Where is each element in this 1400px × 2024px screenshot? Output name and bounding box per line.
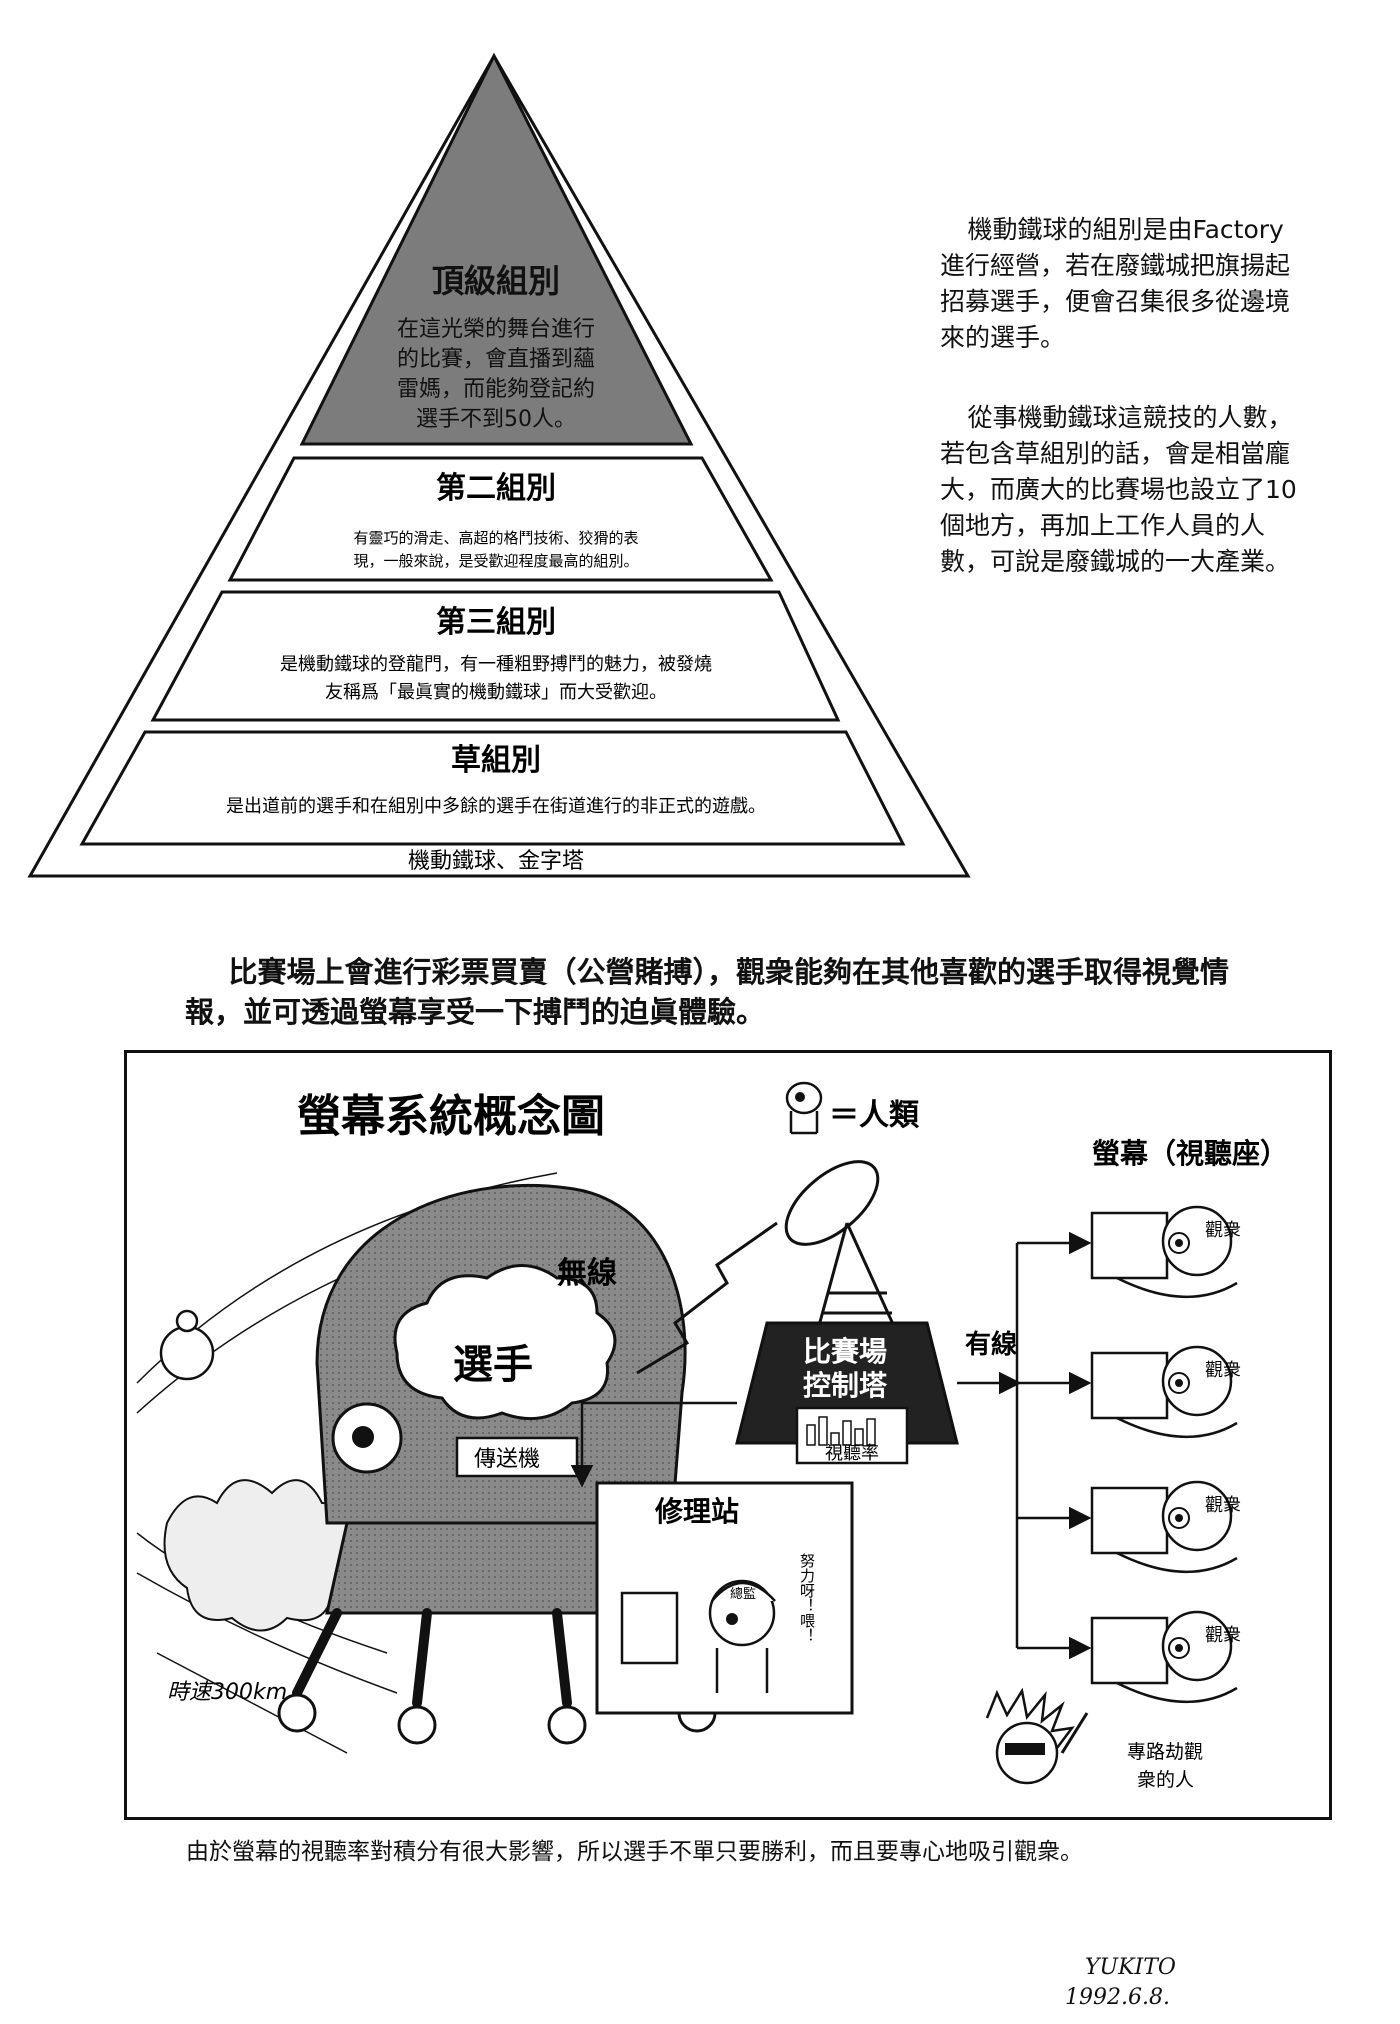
screen-system-diagram: 螢幕系統概念圖 ＝人類 選手 傳送機 時: [124, 1050, 1332, 1820]
tier-top-desc-3: 雷媽，而能夠登記約: [397, 377, 595, 402]
tier-grass-title: 草組別: [451, 743, 541, 778]
satellite-dish-icon: [784, 1160, 880, 1246]
tier-grass-shape: [79, 730, 906, 846]
tier-grass-desc-1: 是出道前的選手和在組別中多餘的選手在街道進行的非正式的遊戲。: [226, 796, 766, 817]
human-legend-icon: [785, 1081, 823, 1135]
tier-third-title: 第三組別: [436, 605, 556, 640]
robber-label-line2: 衆的人: [1137, 1769, 1194, 1791]
wireless-label: 無線: [557, 1256, 617, 1291]
legend-label: ＝人類: [829, 1098, 920, 1133]
wireless-signal-icon: [636, 1221, 778, 1375]
tier-second-shape: [227, 456, 774, 582]
side-paragraph-2: 從事機動鐵球這競技的人數，若包含草組別的話，會是相當龐大，而廣大的比賽場也設立了…: [940, 403, 1297, 576]
signature-name: YUKITO: [1085, 1955, 1176, 1980]
tier-top-shape: [299, 52, 694, 446]
control-tower: [735, 1160, 959, 1465]
pyramid-base-label: 機動鐵球、金字塔: [408, 849, 584, 874]
middle-paragraph: 比賽場上會進行彩票買賣（公營賭搏），觀衆能夠在其他喜歡的選手取得視覺情報，並可透…: [185, 955, 1230, 1029]
tier-top-desc-2: 的比賽，會直播到蘊: [397, 347, 595, 372]
viewer-1: [1090, 1205, 1238, 1298]
tier-second-desc-1: 有靈巧的滑走、高超的格鬥技術、狡猾的表: [353, 529, 638, 547]
tier-third-desc-1: 是機動鐵球的登龍門，有一種粗野搏鬥的魅力，被發燒: [280, 654, 712, 675]
viewer-3-label: 觀衆: [1205, 1495, 1241, 1516]
viewer-4-label: 觀衆: [1205, 1625, 1241, 1646]
transmitter-label: 傳送機: [474, 1447, 540, 1472]
viewer-2: [1090, 1345, 1238, 1438]
viewer-2-label: 觀衆: [1205, 1360, 1241, 1381]
signature-date: 1992.6.8.: [1065, 1985, 1170, 2010]
director-figure: [620, 1579, 776, 1693]
transmitter-box: [455, 1436, 579, 1478]
director-badge: 總監: [730, 1586, 756, 1602]
tier-top-desc-1: 在這光榮的舞台進行: [397, 317, 595, 342]
tier-second-desc-2: 現，一般來說，是受歡迎程度最高的組別。: [353, 552, 638, 570]
tower-label-line1: 比賽場: [803, 1335, 887, 1368]
tier-third-shape: [150, 590, 841, 722]
viewer-4: [1090, 1610, 1238, 1703]
ratings-label: 視聽率: [825, 1443, 879, 1464]
repair-station-label: 修理站: [654, 1495, 739, 1528]
viewer-1-label: 觀衆: [1205, 1220, 1241, 1241]
viewer-3: [1090, 1480, 1238, 1573]
tier-third-desc-2: 友稱爲「最眞實的機動鐵球」而大受歡迎。: [325, 682, 667, 703]
speed-label: 時速300km: [167, 1680, 287, 1705]
crowd-figure: [159, 1309, 215, 1381]
diagram-title: 螢幕系統概念圖: [297, 1091, 605, 1142]
tier-top-desc-4: 選手不到50人。: [416, 407, 576, 432]
player-label: 選手: [453, 1342, 533, 1388]
screens-label: 螢幕（視聽座）: [1092, 1137, 1288, 1170]
pyramid-chart: 頂級組別 在這光榮的舞台進行 的比賽，會直播到蘊 雷媽，而能夠登記約 選手不到5…: [27, 52, 971, 878]
tower-to-repair-line: [570, 1401, 737, 1488]
bottom-caption: 由於螢幕的視聽率對積分有很大影響，所以選手不單只要勝利，而且要專心地吸引觀衆。: [186, 1839, 1083, 1865]
diagram-svg: 螢幕系統概念圖 ＝人類 選手 傳送機 時: [136, 1081, 1288, 1791]
tier-top-title: 頂級組別: [432, 262, 560, 300]
side-paragraph-1: 機動鐵球的組別是由Factory進行經營，若在廢鐵城把旗揚起招募選手，便會召集很…: [940, 215, 1291, 352]
robber-label-line1: 專路劫觀: [1127, 1741, 1203, 1763]
tower-label-line2: 控制塔: [803, 1369, 888, 1402]
wired-label: 有線: [965, 1329, 1017, 1360]
tier-second-title: 第二組別: [436, 471, 556, 506]
player-brain-cloud: [393, 1264, 617, 1421]
robber-figure: [985, 1687, 1089, 1785]
repair-speech: 努力呀！喂！: [798, 1553, 816, 1643]
